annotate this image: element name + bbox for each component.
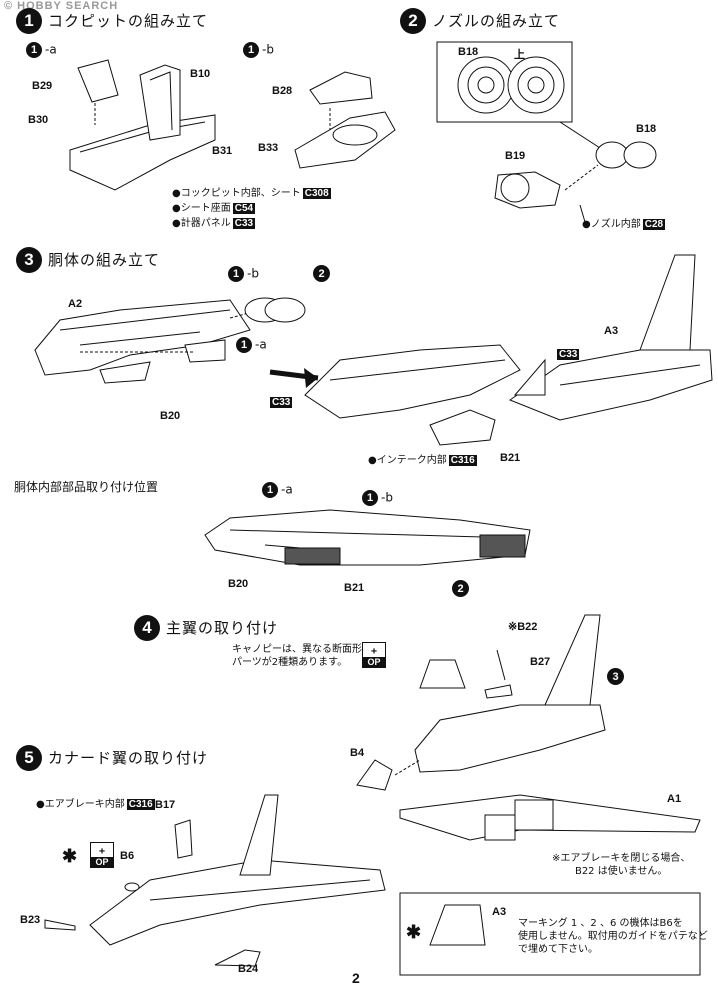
part-b23: B23	[20, 914, 41, 926]
part-b21: B21	[500, 452, 521, 464]
step-1b-label: 1-b	[243, 42, 274, 58]
step-2-badge: 2	[400, 8, 426, 34]
paint-c33-left: C33	[270, 397, 293, 408]
part-b17: B17	[155, 799, 176, 811]
step-5-badge: 5	[16, 745, 42, 771]
part-b20: B20	[160, 410, 181, 422]
step-3-ref-1b: 1-b	[228, 266, 259, 282]
fuselage-left-half-drawing	[34, 297, 306, 384]
main-wing-assembly-drawing	[356, 614, 701, 841]
cockpit-tub-drawing	[69, 59, 216, 191]
part-b19: B19	[505, 150, 526, 162]
airbrake-note: ※エアブレーキを閉じる場合、 B22 は使いません。	[552, 853, 691, 877]
step-3-ref-2: 2	[313, 265, 330, 282]
part-a3: A3	[604, 325, 619, 337]
part-a2: A2	[68, 298, 83, 310]
step-3-badge: 3	[16, 247, 42, 273]
position-section-title: 胴体内部部品取り付け位置	[14, 480, 159, 494]
step-4-title: 主翼の取り付け	[166, 619, 279, 637]
step-3-ref-1a: 1-a	[236, 337, 267, 353]
part-b24: B24	[238, 963, 259, 975]
note-asterisk: ✱	[406, 922, 422, 942]
position-ref-1b: 1-b	[362, 490, 393, 506]
step-1a-label: 1-a	[26, 42, 57, 58]
fuselage-mid-drawing	[304, 344, 521, 446]
part-b29: B29	[32, 80, 53, 92]
note-box-text: マーキング 1 、2 、6 の機体はB6を 使用しません。取付用のガイドをパテな…	[518, 918, 708, 955]
top-mark: 上	[514, 49, 525, 61]
canopy-note: キャノピーは、異なる断面形状の パーツが2種類あります。	[232, 644, 382, 668]
step-1-badge: 1	[16, 8, 42, 34]
part-b18-top: B18	[458, 46, 479, 58]
page-number: 2	[352, 970, 360, 986]
part-b31: B31	[212, 145, 233, 157]
fuselage-right-half-drawing	[508, 254, 713, 421]
part-b30: B30	[28, 114, 49, 126]
nozzle-drawing	[436, 41, 657, 223]
part-b33: B33	[258, 142, 279, 154]
note-part-a3: A3	[492, 906, 507, 918]
paint-c33-right: C33	[557, 349, 580, 360]
part-b10: B10	[190, 68, 211, 80]
position-ref-2: 2	[452, 580, 469, 597]
step-5-title: カナード翼の取り付け	[48, 749, 209, 767]
asterisk-mark: ✱	[62, 846, 78, 866]
canard-assembly-drawing	[44, 794, 386, 967]
position-b20: B20	[228, 578, 249, 590]
fuselage-position-drawing	[204, 509, 531, 566]
part-b18: B18	[636, 123, 657, 135]
part-b22: ※B22	[508, 621, 538, 633]
step-4-ref-3: 3	[607, 668, 624, 685]
step-2-title: ノズルの組み立て	[432, 12, 561, 30]
op-option-badge-step5: +OP	[90, 842, 114, 868]
part-b6: B6	[120, 850, 135, 862]
part-b4: B4	[350, 747, 365, 759]
part-b28: B28	[272, 85, 293, 97]
part-b27: B27	[530, 656, 551, 668]
step-3-title: 胴体の組み立て	[48, 251, 161, 269]
step-1-title: コクピットの組み立て	[48, 12, 209, 30]
seat-drawing	[294, 71, 396, 169]
step-4-badge: 4	[134, 615, 160, 641]
part-a1: A1	[667, 793, 682, 805]
position-ref-1a: 1-a	[262, 482, 293, 498]
op-option-badge: +OP	[362, 642, 386, 668]
position-b21: B21	[344, 582, 365, 594]
